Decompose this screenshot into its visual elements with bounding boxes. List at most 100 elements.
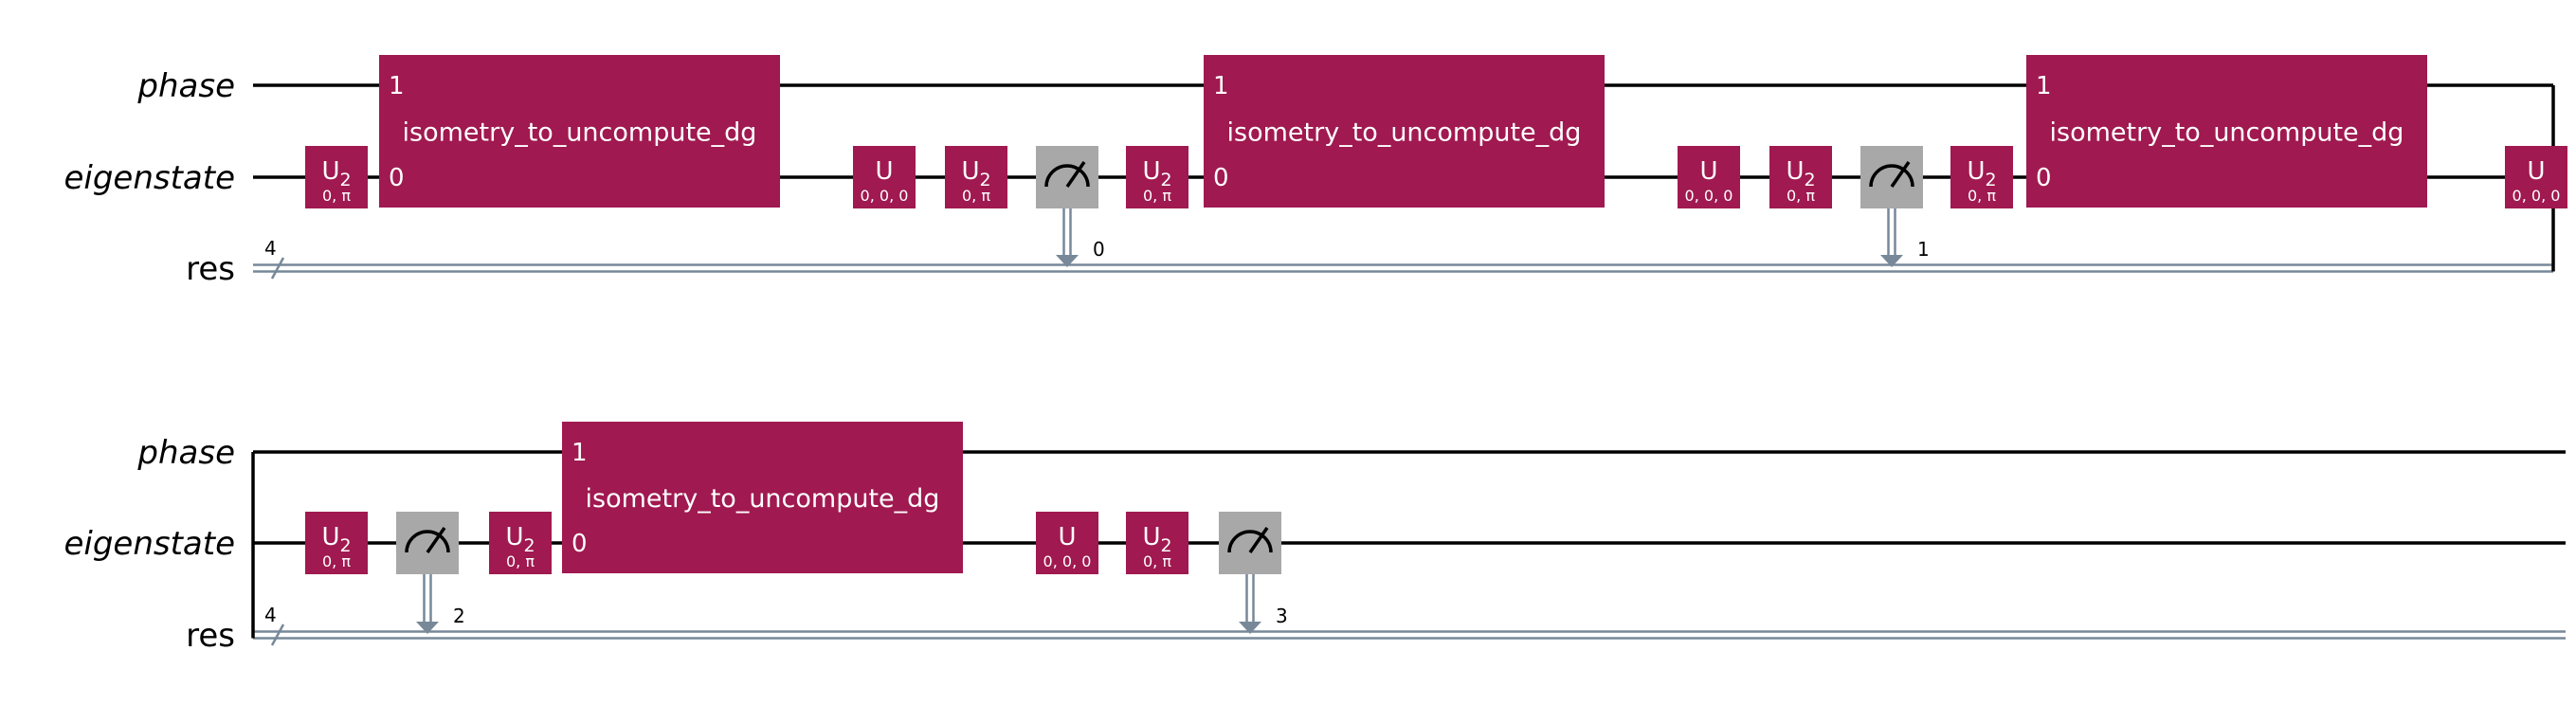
u2-gate-params: 0, π (1143, 552, 1171, 570)
u-gate-params: 0, 0, 0 (2513, 187, 2561, 205)
u2-gate-params: 0, π (1143, 187, 1171, 205)
u-gate-box (1678, 146, 1740, 208)
u2-gate-box (1126, 146, 1188, 208)
u2-gate-params: 0, π (322, 187, 351, 205)
u2-gate: U20, π (305, 146, 368, 208)
u2-gate-subscript: 2 (1160, 535, 1171, 556)
isometry-gate: 1 0 isometry_to_uncompute_dg (2026, 55, 2427, 208)
isometry-qubit-0-label: 0 (1213, 164, 1229, 192)
u2-gate-label: U2 (1142, 157, 1171, 190)
meter-icon-needle (1248, 527, 1269, 553)
wire-label-phase: phase (136, 67, 235, 105)
isometry-gate-box (2026, 55, 2427, 208)
u2-gate-box (945, 146, 1007, 208)
u-gate-box (1036, 512, 1098, 574)
u2-gate-label: U2 (1786, 157, 1815, 190)
measure-gate: 2 (396, 512, 465, 634)
measure-bit-label: 0 (1093, 238, 1105, 261)
isometry-gate-box (1204, 55, 1605, 208)
u-gate-name: U (2527, 157, 2545, 186)
u2-gate-label: U2 (321, 157, 351, 190)
isometry-gate: 1 0 isometry_to_uncompute_dg (562, 422, 963, 573)
u2-gate-name: U (321, 157, 339, 186)
wire-label-phase: phase (136, 434, 235, 472)
u2-gate: U20, π (489, 512, 552, 574)
u-gate: U0, 0, 0 (1036, 512, 1098, 574)
u2-gate-subscript: 2 (339, 170, 351, 190)
u2-gate-box (1769, 146, 1832, 208)
u-gate-params: 0, 0, 0 (1043, 552, 1092, 570)
u-gate-params: 0, 0, 0 (861, 187, 909, 205)
u2-gate-box (305, 512, 368, 574)
measure-gate: 1 (1860, 146, 1930, 267)
u2-gate-label: U2 (1142, 523, 1171, 556)
u-gate-box (2505, 146, 2567, 208)
u2-gate-subscript: 2 (339, 535, 351, 556)
measure-bit-label: 1 (1917, 238, 1930, 261)
isometry-gate-label: isometry_to_uncompute_dg (2050, 118, 2404, 148)
measure-bit-label: 2 (453, 605, 465, 627)
u-gate-params: 0, 0, 0 (1685, 187, 1733, 205)
u2-gate-params: 0, π (1787, 187, 1815, 205)
meter-icon-needle (1065, 161, 1086, 188)
u2-gate-subscript: 2 (1804, 170, 1815, 190)
u2-gate-label: U2 (321, 523, 351, 556)
u2-gate-box (489, 512, 552, 574)
u2-gate: U20, π (305, 512, 368, 574)
u2-gate-box (1126, 512, 1188, 574)
register-size-label: 4 (264, 604, 277, 626)
u2-gate: U20, π (1950, 146, 2013, 208)
wire-label-eigenstate: eigenstate (63, 159, 235, 197)
isometry-gate-label: isometry_to_uncompute_dg (586, 484, 940, 514)
meter-icon-arc (1869, 164, 1914, 188)
measure-gate-box (396, 512, 459, 574)
measure-arrow-head (1056, 255, 1079, 267)
measure-gate-box (1219, 512, 1281, 574)
u-gate-name: U (875, 157, 893, 186)
u-gate-box (853, 146, 916, 208)
u2-gate-name: U (1967, 157, 1985, 186)
register-slash (270, 624, 285, 646)
u2-gate-name: U (321, 523, 339, 551)
u2-gate-subscript: 2 (523, 535, 535, 556)
u-gate: U0, 0, 0 (2505, 146, 2567, 208)
u2-gate-name: U (1142, 523, 1160, 551)
isometry-qubit-1-label: 1 (1213, 72, 1229, 100)
measure-gate-box (1860, 146, 1923, 208)
isometry-qubit-1-label: 1 (571, 439, 588, 467)
u2-gate-label: U2 (505, 523, 535, 556)
u2-gate-label: U2 (961, 157, 990, 190)
u2-gate-params: 0, π (1968, 187, 1996, 205)
isometry-qubit-1-label: 1 (2036, 72, 2052, 100)
meter-icon-needle (1890, 161, 1911, 188)
u2-gate-name: U (961, 157, 979, 186)
u2-gate-params: 0, π (322, 552, 351, 570)
isometry-qubit-0-label: 0 (571, 530, 588, 558)
measure-arrow-head (1880, 255, 1903, 267)
u2-gate-label: U2 (1967, 157, 1996, 190)
u2-gate-subscript: 2 (979, 170, 990, 190)
u-gate-name: U (1058, 523, 1076, 551)
isometry-qubit-0-label: 0 (2036, 164, 2052, 192)
measure-gate: 3 (1219, 512, 1288, 634)
u2-gate: U20, π (1126, 512, 1188, 574)
measure-arrow-head (1239, 622, 1261, 634)
meter-icon-arc (1227, 530, 1273, 553)
wire-label-eigenstate: eigenstate (63, 525, 235, 563)
u2-gate-name: U (1142, 157, 1160, 186)
measure-gate-box (1036, 146, 1098, 208)
u2-gate-name: U (505, 523, 523, 551)
u2-gate-subscript: 2 (1985, 170, 1996, 190)
u2-gate: U20, π (1769, 146, 1832, 208)
u2-gate-params: 0, π (506, 552, 535, 570)
measure-gate: 0 (1036, 146, 1105, 267)
u2-gate: U20, π (1126, 146, 1188, 208)
register-slash (270, 257, 285, 280)
u2-gate: U20, π (945, 146, 1007, 208)
u2-gate-subscript: 2 (1160, 170, 1171, 190)
isometry-gate-box (379, 55, 780, 208)
